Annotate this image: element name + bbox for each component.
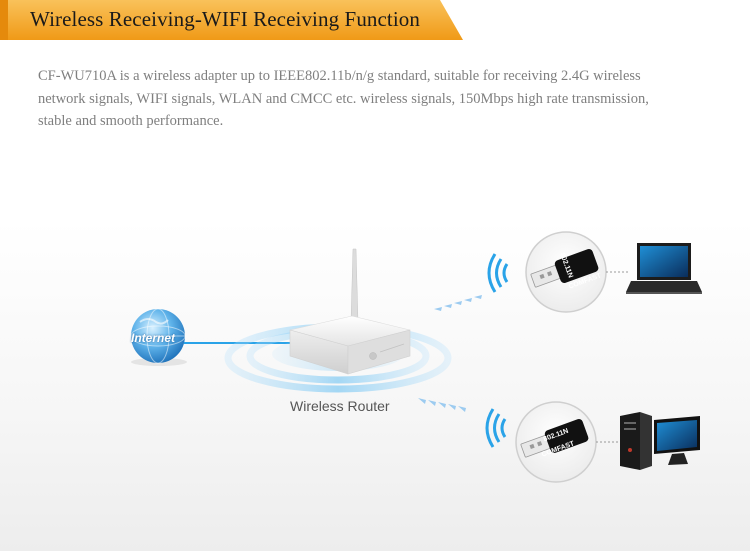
internet-globe-icon <box>130 308 187 366</box>
banner-shape <box>0 0 463 40</box>
internet-label: Internet <box>131 331 176 345</box>
product-description: CF-WU710A is a wireless adapter up to IE… <box>38 68 649 129</box>
wifi-waves-upper-icon <box>487 253 509 293</box>
usb-adapter-lower-icon <box>515 401 597 483</box>
signal-arrows-upper <box>434 295 482 311</box>
title-banner: Wireless Receiving-WIFI Receiving Functi… <box>0 0 463 40</box>
desktop-pc-icon <box>620 412 700 470</box>
laptop-icon <box>626 243 702 294</box>
signal-arrows-lower <box>418 398 466 412</box>
banner-title: Wireless Receiving-WIFI Receiving Functi… <box>30 7 421 31</box>
wireless-router-icon <box>289 248 411 375</box>
usb-adapter-upper-icon <box>525 231 607 313</box>
wifi-waves-lower-icon <box>485 408 507 448</box>
network-diagram <box>130 231 702 483</box>
router-label: Wireless Router <box>290 398 390 414</box>
